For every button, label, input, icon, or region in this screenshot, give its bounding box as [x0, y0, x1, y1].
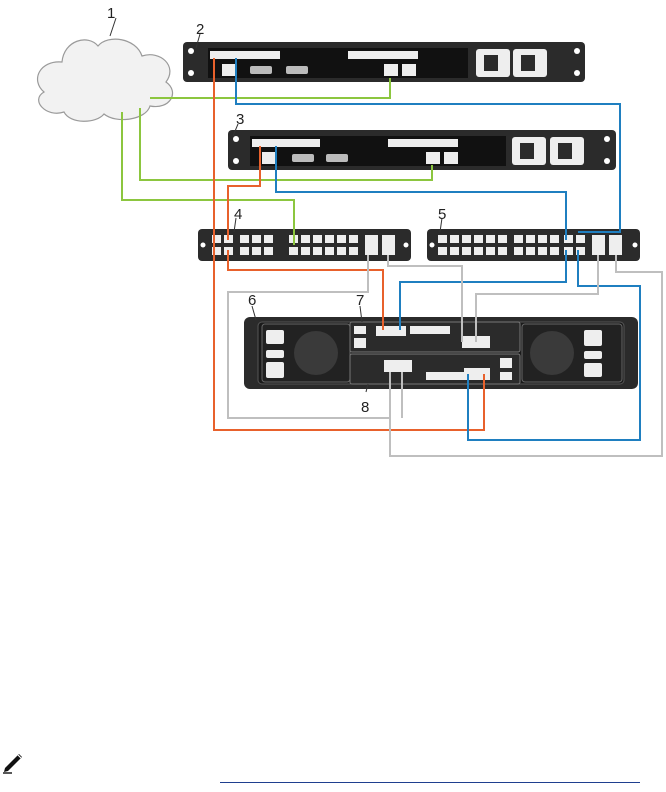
network-cloud: [38, 39, 173, 121]
host-server-2: [183, 42, 585, 82]
controller-module-8: [350, 354, 520, 384]
callout-2: 2: [196, 21, 204, 38]
host-server-3: [228, 130, 616, 170]
footer-rule: [220, 782, 640, 783]
callout-7: 7: [356, 292, 364, 309]
network-switch-5: [427, 229, 640, 261]
note-pencil-icon: [2, 752, 26, 774]
callout-1: 1: [107, 5, 115, 22]
callout-4: 4: [234, 206, 242, 223]
network-switch-4: [198, 229, 411, 261]
callout-3: 3: [236, 111, 244, 128]
callout-5: 5: [438, 206, 446, 223]
controller-module-7: [350, 322, 520, 352]
callout-8: 8: [361, 399, 369, 416]
callout-6: 6: [248, 292, 256, 309]
